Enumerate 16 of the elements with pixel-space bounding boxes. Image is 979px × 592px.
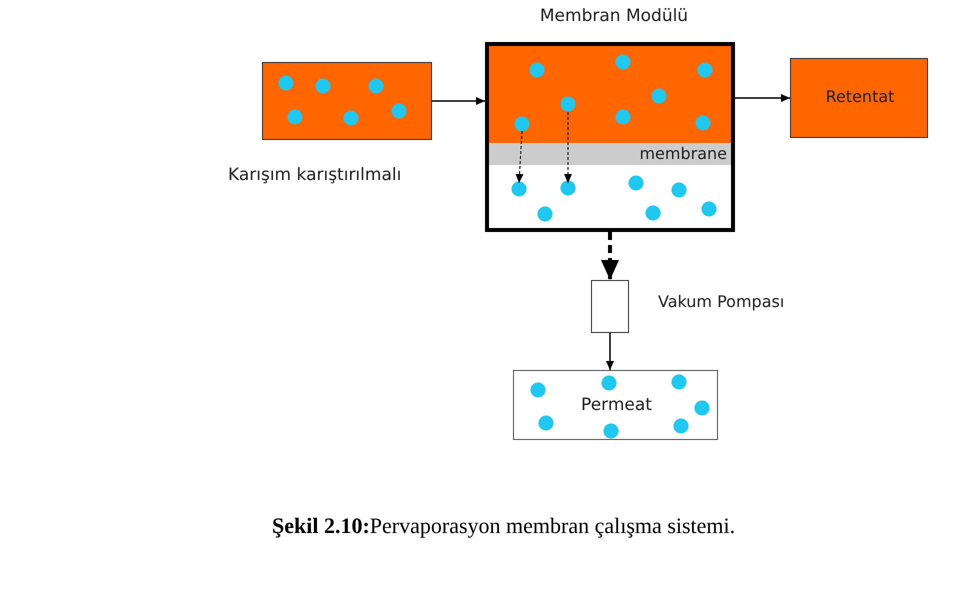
feed-label: Karışım karıştırılmalı	[228, 165, 402, 185]
module-title: Membran Modülü	[538, 6, 690, 26]
membrane-layer	[489, 143, 731, 165]
arrow	[432, 97, 485, 105]
figure-caption: Şekil 2.10:Pervaporasyon membran çalışma sistemi.	[272, 513, 736, 539]
membrane-label: membrane	[638, 144, 727, 163]
permeate-label: Permeat	[580, 395, 653, 415]
permeate-tank	[513, 370, 718, 440]
dashed-arrow	[601, 232, 619, 280]
arrow	[606, 333, 614, 370]
feed-tank	[262, 62, 432, 140]
retentate-label: Retentat	[824, 87, 896, 106]
retentate-tank	[790, 58, 928, 138]
arrow	[735, 94, 790, 102]
pump-label: Vakum Pompası	[658, 292, 784, 311]
vacuum-pump	[591, 280, 629, 333]
